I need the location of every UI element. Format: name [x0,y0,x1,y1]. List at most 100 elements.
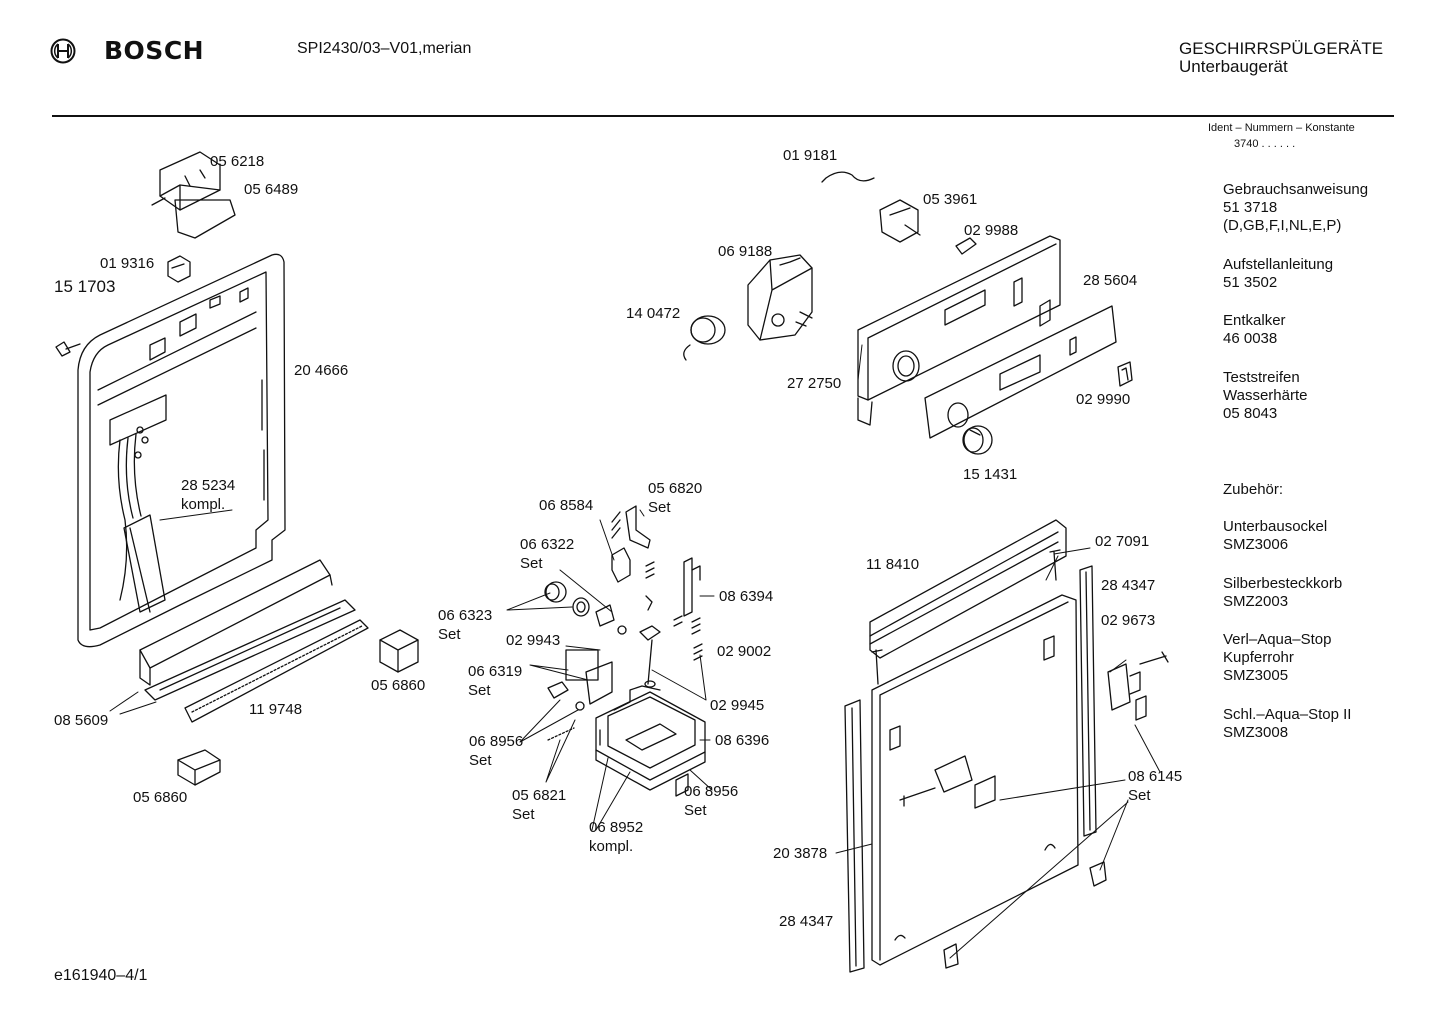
side-info-line: Entkalker [1223,312,1286,329]
part-label-019316: 01 9316 [100,255,155,272]
side-info-manual: Gebrauchsanweisung 51 3718 (D,GB,F,I,NL,… [1223,181,1368,235]
part-label-066323: 06 6323 Set [438,606,492,644]
part-note: kompl. [589,838,634,855]
part-label-151431: 15 1431 [963,466,1018,483]
part-note: Set [520,555,543,572]
part-note: Set [438,626,461,643]
lock-springs [645,561,703,661]
part-label-056489: 05 6489 [244,181,299,198]
side-info-plinth: Unterbausockel SMZ3006 [1223,518,1327,554]
lock-plate [639,595,661,641]
side-info-descaler: Entkalker 46 0038 [1223,312,1286,348]
hinge-clips [943,861,1107,969]
part-label-086394: 08 6394 [719,588,774,605]
header-divider [52,115,1394,117]
side-info-line: Verl–Aqua–Stop [1223,631,1332,648]
bosch-logo-icon [50,38,76,64]
door-top-profile [869,519,1067,659]
door-screws [871,549,1169,685]
side-info-line: 51 3718 [1223,199,1278,216]
part-label-284347-upper: 28 4347 [1101,577,1156,594]
part-label-056860-upper: 05 6860 [371,677,426,694]
brand-name: BOSCH [104,36,205,65]
hinge-bracket-right [1107,663,1147,721]
screw-icon [55,341,81,357]
part-label-029943: 02 9943 [506,632,561,649]
side-info-line: Silberbesteckkorb [1223,575,1343,592]
part-note: Set [1128,787,1151,804]
side-info-line: Teststreifen [1223,369,1300,386]
part-note: Set [512,806,535,823]
outer-door-panel [871,594,1079,966]
part-number: 06 8952 [589,819,644,836]
ident-label: Ident – Nummern – Konstante [1208,122,1355,134]
switch-bracket [879,199,921,243]
part-label-086145: 08 6145 Set [1128,767,1182,805]
side-info-line: Gebrauchsanweisung [1223,181,1369,198]
part-label-204666: 20 4666 [294,362,349,379]
category-subtitle: Unterbaugerät [1179,57,1288,76]
side-info-aqua-stop-ii: Schl.–Aqua–Stop II SMZ3008 [1223,706,1351,742]
lock-bolts [547,681,689,797]
lock-knob-set [544,581,627,635]
lock-pin [644,639,656,688]
side-info-line: Schl.–Aqua–Stop II [1223,706,1352,723]
part-number: 05 6820 [648,480,703,497]
part-label-085609: 08 5609 [54,712,109,729]
part-label-029988: 02 9988 [964,222,1019,239]
rotary-knob [962,425,993,455]
side-info-installation: Aufstellanleitung 51 3502 [1223,256,1333,292]
part-label-068956-right: 06 8956 Set [684,782,738,820]
side-info-line: Zubehör: [1223,481,1284,498]
cable-clip [821,171,875,183]
inner-door-panel [77,253,286,648]
part-label-069188: 06 9188 [718,243,773,260]
door-side-strip-right [1079,565,1097,837]
part-label-151703: 15 1703 [54,277,116,296]
control-panel-housing [857,235,1061,426]
small-clip [955,237,977,255]
timer-module [747,254,813,341]
side-info-line: SMZ3005 [1223,667,1289,684]
part-note: Set [468,682,491,699]
part-note: Set [684,802,707,819]
door-side-strip-left [844,699,865,973]
part-note: Set [469,752,492,769]
part-number: 05 6821 [512,787,567,804]
part-label-056820: 05 6820 Set [648,479,702,517]
part-label-203878: 20 3878 [773,845,828,862]
ident-value: 3740 . . . . . . [1234,138,1296,150]
part-number: 06 8956 [684,783,739,800]
part-label-029002: 02 9002 [717,643,772,660]
part-label-056860-lower: 05 6860 [133,789,188,806]
control-panel-fascia [924,305,1117,439]
side-info-line: Kupferrohr [1223,649,1294,666]
part-number: 08 6145 [1128,768,1183,785]
button-cap [1117,361,1133,387]
side-info-line: (D,GB,F,I,NL,E,P) [1223,217,1342,234]
part-number: 06 6323 [438,607,493,624]
part-label-272750: 27 2750 [787,375,842,392]
drawing-code: e161940–4/1 [54,967,148,984]
side-info-cutlery-basket: Silberbesteckkorb SMZ2003 [1223,575,1342,611]
part-label-119748: 11 9748 [249,701,303,718]
lock-lever [683,557,701,617]
side-info-line: SMZ3008 [1223,724,1289,741]
side-info-line: Unterbausockel [1223,518,1328,535]
lock-seal [565,649,613,705]
timer-knob [683,315,726,361]
side-info-line: SMZ3006 [1223,536,1289,553]
part-label-056218: 05 6218 [210,153,265,170]
side-info-line: 46 0038 [1223,330,1278,347]
leader-lines [109,344,1161,959]
spacer-block-upper [379,629,419,673]
part-number: 06 8956 [469,733,524,750]
side-info-line: 51 3502 [1223,274,1278,291]
door-lock-assembly [595,685,706,791]
part-label-068584: 06 8584 [539,497,594,514]
part-label-056821: 05 6821 Set [512,786,566,824]
door-trim-strips [139,559,369,723]
part-label-284347-lower: 28 4347 [779,913,834,930]
part-label-285234: 28 5234 kompl. [181,476,235,514]
